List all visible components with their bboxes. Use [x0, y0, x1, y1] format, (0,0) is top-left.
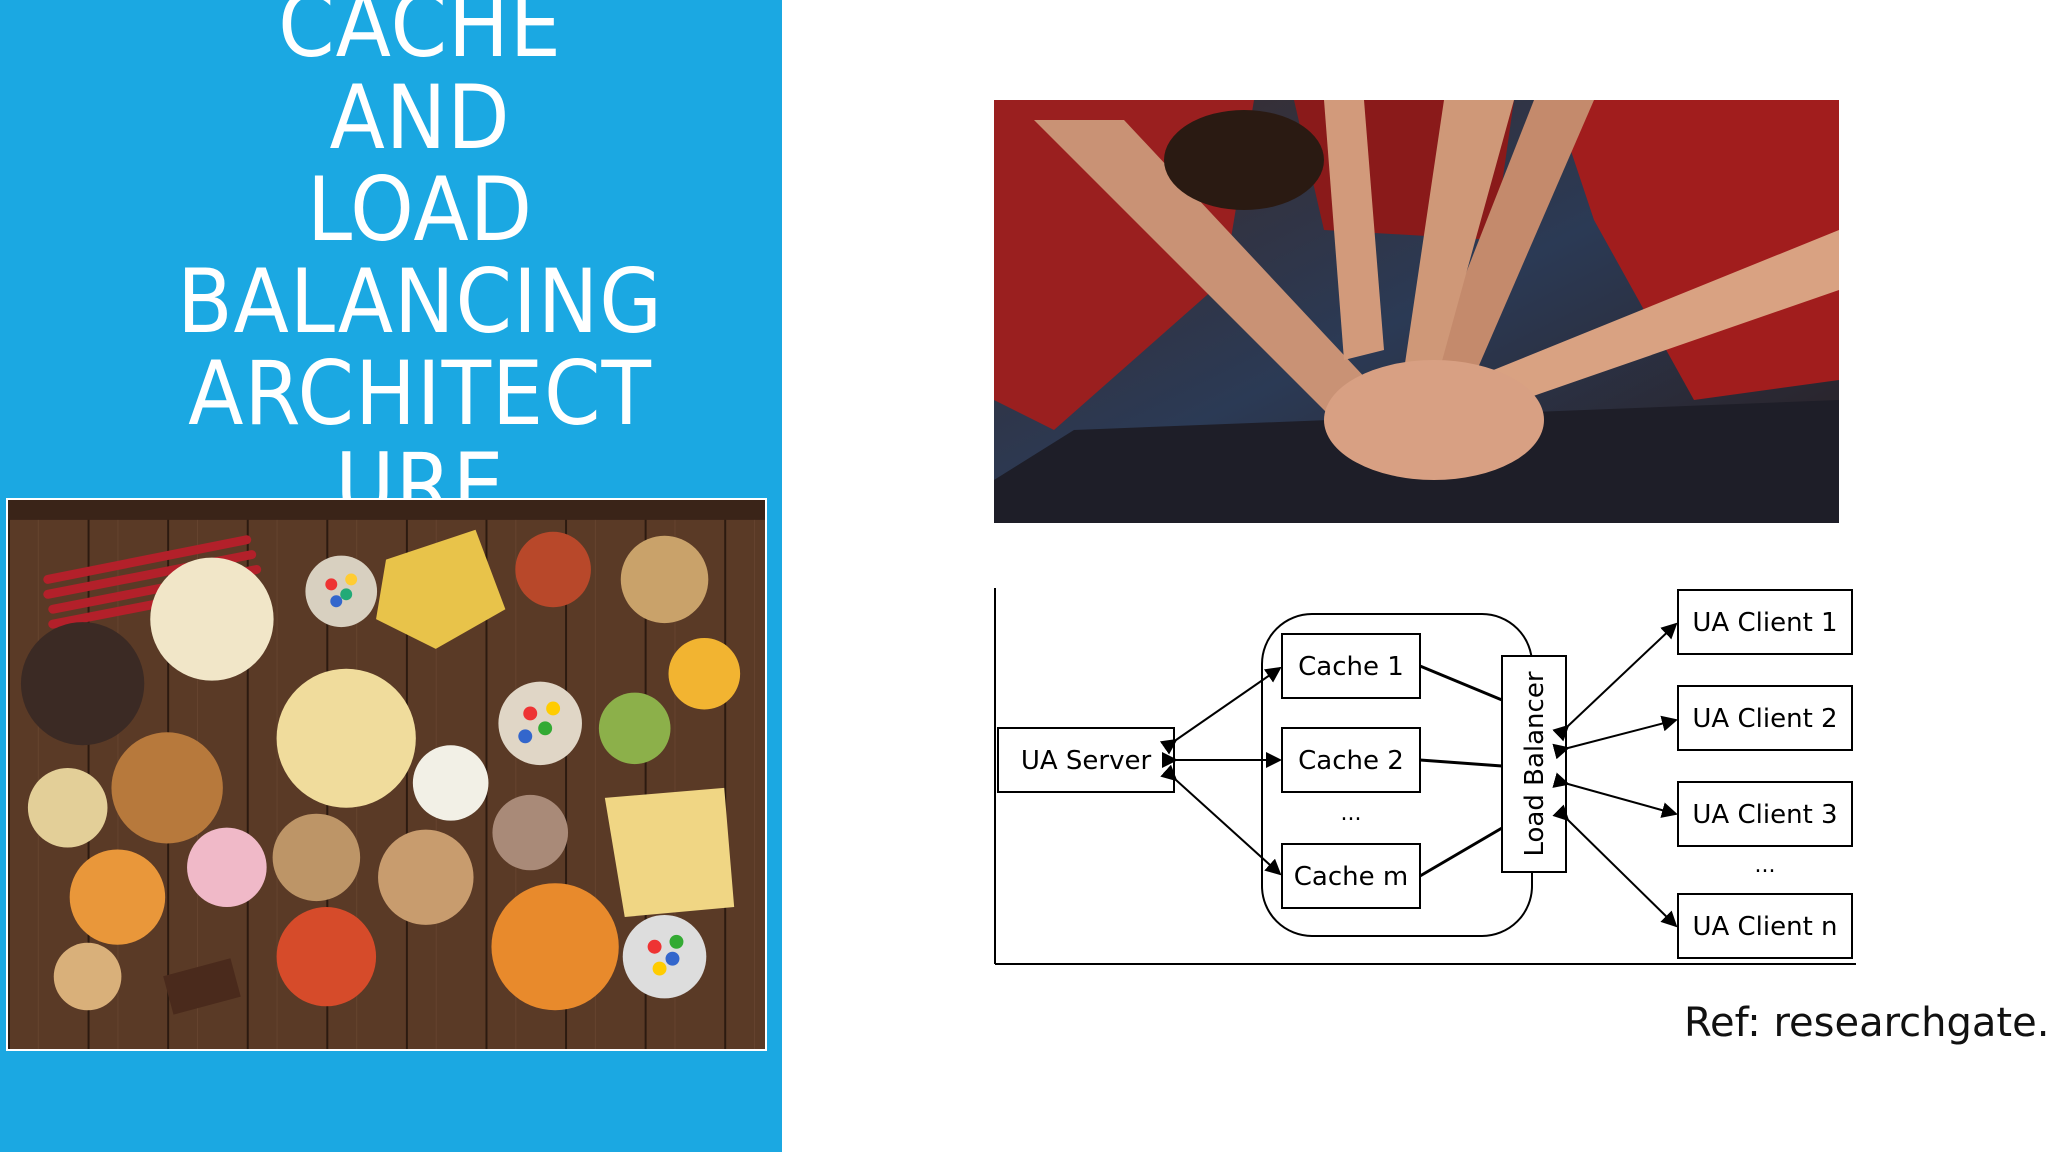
- ua-server-box: [997, 727, 1175, 793]
- arrow: [1552, 772, 1678, 818]
- load-balancer-label: Load Balancer: [1520, 671, 1550, 856]
- title-line: AND: [329, 66, 511, 169]
- title-panel: CACHE AND LOAD BALANCING ARCHITECT URE: [0, 0, 782, 1152]
- client-label: UA Client n: [1692, 912, 1837, 942]
- team-hands-photo: [994, 100, 1839, 523]
- snacks-photo: [6, 498, 767, 1051]
- client-box: [1677, 781, 1853, 847]
- connector: [1419, 758, 1503, 768]
- client-label: UA Client 3: [1692, 800, 1837, 830]
- connector: [1419, 664, 1503, 702]
- cache-label: Cache 2: [1298, 746, 1404, 776]
- client-ellipsis: ...: [1755, 853, 1776, 878]
- arrow: [1552, 622, 1678, 742]
- arrow: [1160, 764, 1282, 876]
- client-box: [1677, 893, 1853, 959]
- title-line: BALANCING: [177, 250, 663, 353]
- arrow: [1552, 804, 1678, 928]
- architecture-diagram: UA Server Cache 1 Cache 2 ... Cache m Lo…: [994, 588, 1856, 965]
- client-box: [1677, 685, 1853, 751]
- title-line: CACHE: [278, 0, 562, 77]
- connector: [1419, 826, 1503, 878]
- cache-label: Cache m: [1294, 862, 1408, 892]
- title-line: ARCHITECT: [188, 342, 652, 445]
- client-box: [1677, 589, 1853, 655]
- arrow: [1552, 715, 1678, 760]
- cache-ellipsis: ...: [1341, 801, 1362, 826]
- slide-title: CACHE AND LOAD BALANCING ARCHITECT URE: [34, 0, 782, 532]
- client-label: UA Client 2: [1692, 704, 1837, 734]
- title-line: LOAD: [307, 158, 533, 261]
- ua-server-label: UA Server: [1021, 746, 1152, 776]
- reference-caption: Ref: researchgate.co: [1684, 1000, 2048, 1046]
- cache-box: [1281, 633, 1421, 699]
- arrow: [1159, 666, 1282, 755]
- client-label: UA Client 1: [1692, 608, 1837, 638]
- cache-label: Cache 1: [1298, 652, 1404, 682]
